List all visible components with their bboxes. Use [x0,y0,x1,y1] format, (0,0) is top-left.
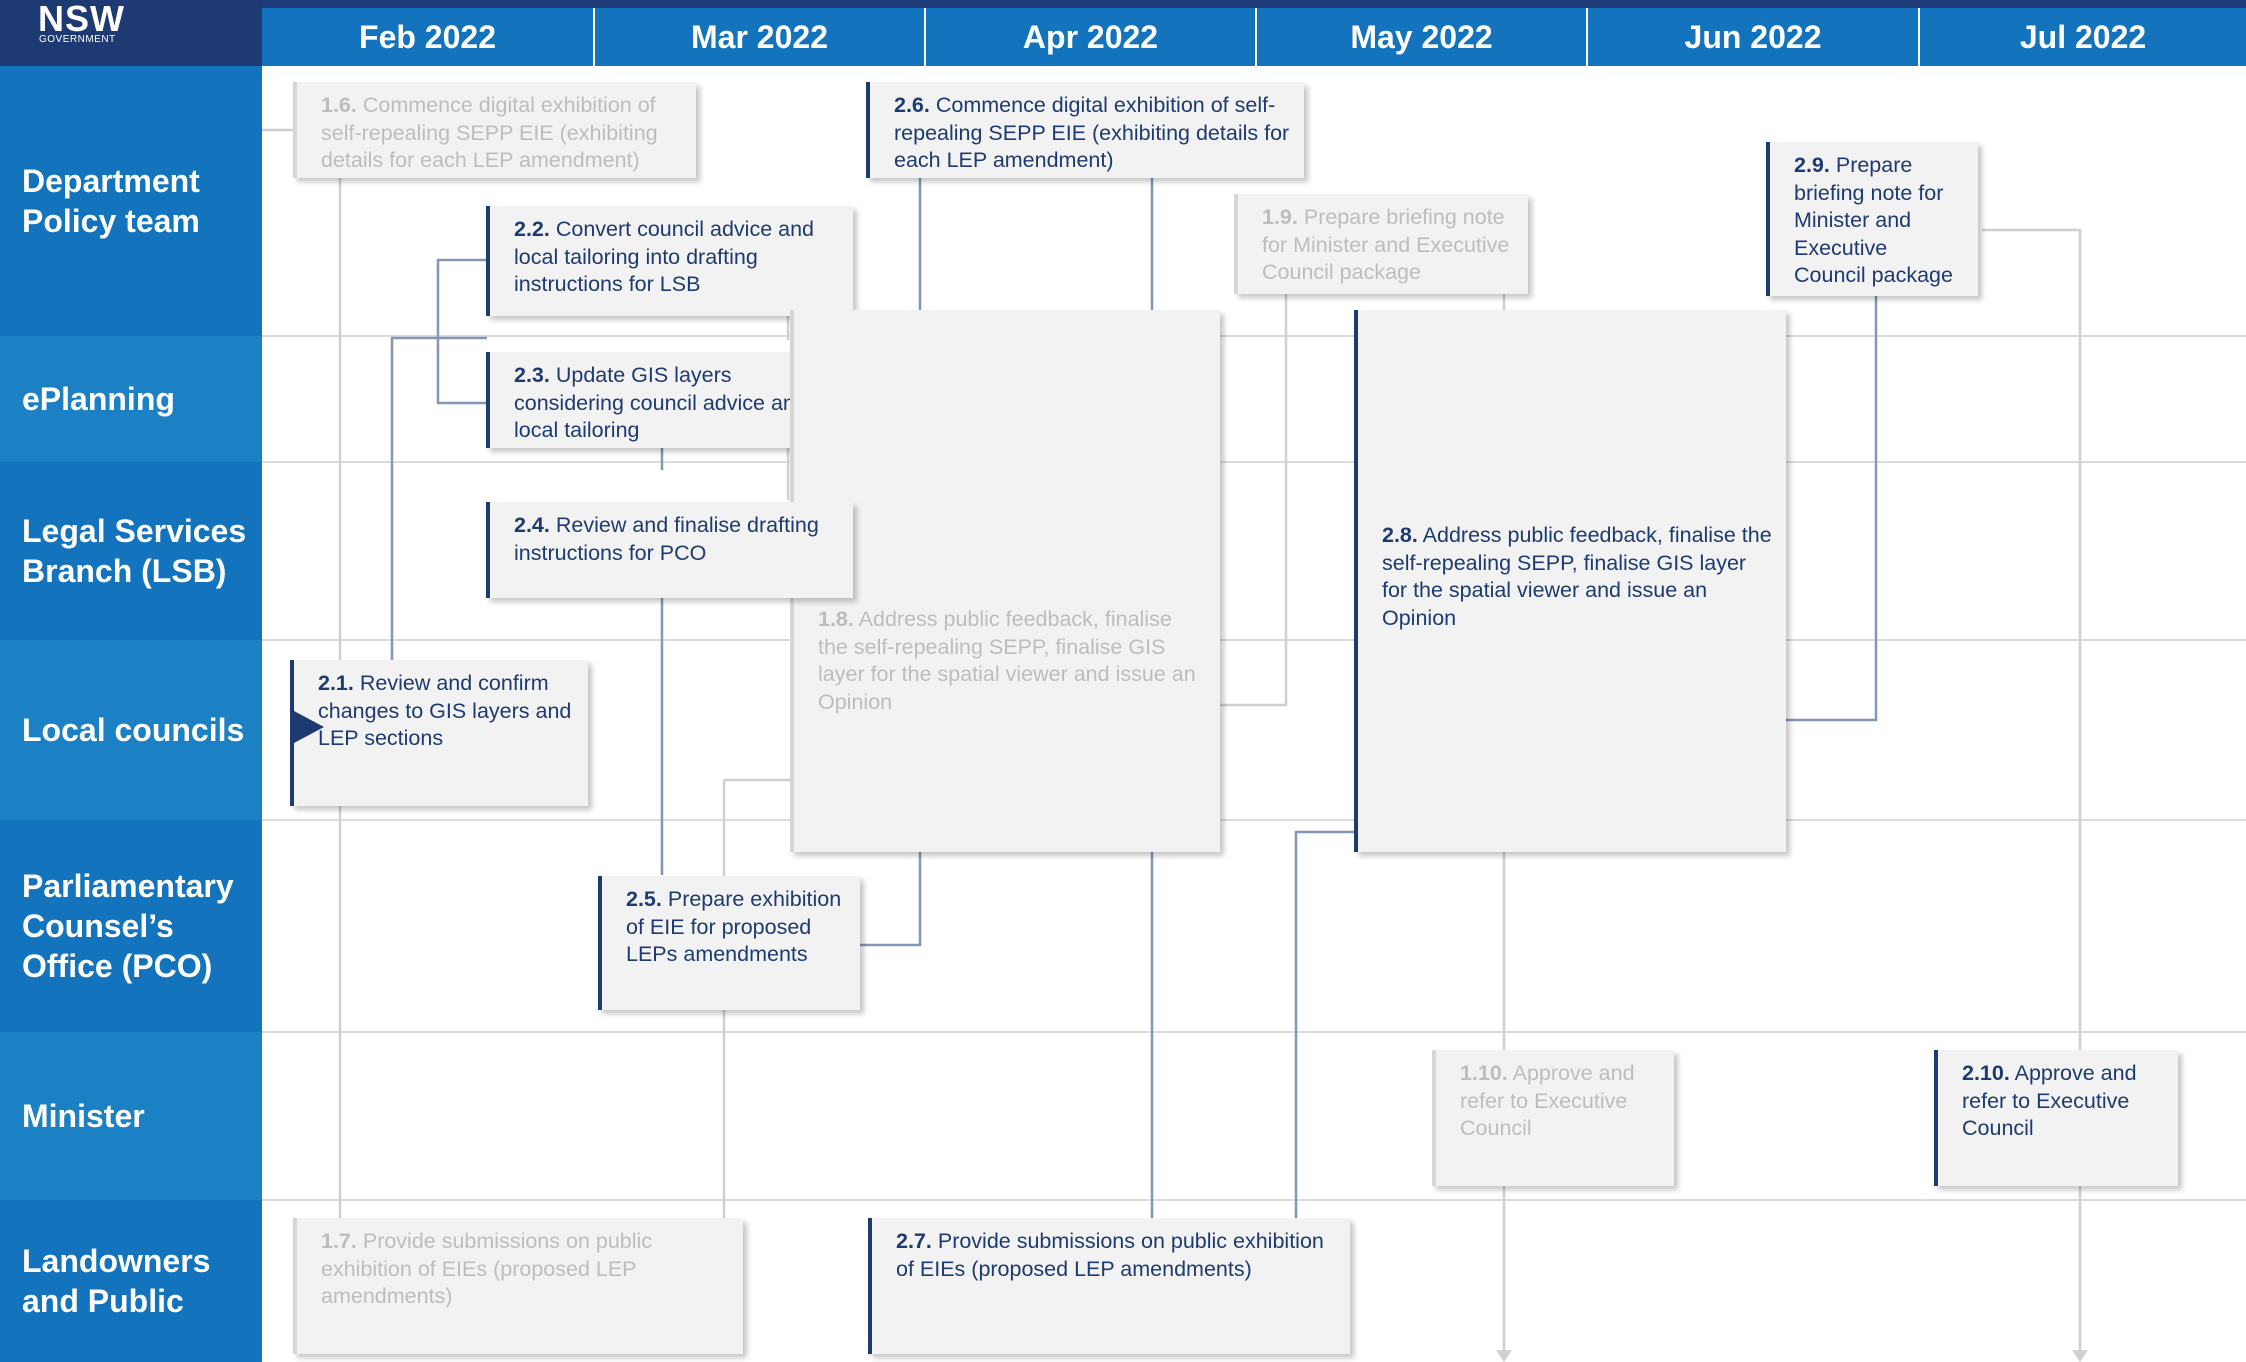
task-2-5-box: 2.5. Prepare exhibition of EIE for propo… [598,876,860,1010]
lane-divider [262,335,2246,337]
task-number: 1.8. [818,607,854,631]
task-number: 2.9. [1794,153,1830,177]
month-header-feb: Feb 2022 [262,8,595,66]
arrowhead-faded [1496,1350,1512,1362]
task-text: Address public feedback, finalise the se… [1382,523,1772,630]
lane-minister: Minister [0,1032,262,1200]
task-1-6-box: 1.6. Commence digital exhibition of self… [293,82,696,178]
task-text: Address public feedback, finalise the se… [818,607,1196,714]
task-text: Review and confirm changes to GIS layers… [318,671,572,750]
task-text: Review and finalise drafting instruction… [514,513,819,565]
connector-2-7-to-2-8 [1294,830,1356,1220]
connector-2-5-up [860,850,922,947]
lane-divider [262,639,2246,641]
task-number: 1.6. [321,93,357,117]
task-2-7-box: 2.7. Provide submissions on public exhib… [868,1218,1350,1354]
connector-faded [1220,290,1288,707]
task-text: Commence digital exhibition of self-repe… [894,93,1290,172]
task-text: Provide submissions on public exhibition… [896,1229,1324,1281]
current-step-marker-icon [294,711,324,743]
connector-faded [1982,228,2082,1050]
task-text: Approve and refer to Executive Council [1962,1061,2137,1140]
lane-department-policy-team: Department Policy team [0,66,262,336]
task-number: 1.9. [1262,205,1298,229]
lane-legal-services-branch: Legal Services Branch (LSB) [0,462,262,640]
task-2-8-box: 2.8. Address public feedback, finalise t… [1354,310,1786,852]
lane-divider [262,461,2246,463]
task-text: Prepare exhibition of EIE for proposed L… [626,887,842,966]
month-header-may: May 2022 [1257,8,1588,66]
task-text: Commence digital exhibition of self-repe… [321,93,658,172]
task-2-10-box: 2.10. Approve and refer to Executive Cou… [1934,1050,2178,1186]
lane-eplanning: ePlanning [0,336,262,462]
task-number: 2.1. [318,671,354,695]
task-1-10-box: 1.10. Approve and refer to Executive Cou… [1432,1050,1674,1186]
arrowhead-faded [2072,1350,2088,1362]
task-number: 1.10. [1460,1061,1508,1085]
task-1-7-box: 1.7. Provide submissions on public exhib… [293,1218,743,1354]
logo-text-government: GOVERNMENT [39,34,116,45]
month-header-mar: Mar 2022 [595,8,926,66]
task-text: Provide submissions on public exhibition… [321,1229,653,1308]
lane-parliamentary-counsels-office: Parliamentary Counsel’s Office (PCO) [0,820,262,1032]
lane-landowners-and-public: Landowners and Public [0,1200,262,1362]
logo-text-nsw: NSW [38,0,125,39]
month-header-jul: Jul 2022 [1920,8,2246,66]
lane-divider [262,819,2246,821]
task-2-2-box: 2.2. Convert council advice and local ta… [486,206,853,316]
task-1-8-box: 1.8. Address public feedback, finalise t… [790,310,1220,852]
connector-2-2-to-2-3 [436,258,487,405]
month-header-jun: Jun 2022 [1588,8,1920,66]
task-text: Update GIS layers considering council ad… [514,363,807,442]
task-2-9-box: 2.9. Prepare briefing note for Minister … [1766,142,1978,296]
task-number: 2.10. [1962,1061,2010,1085]
task-text: Prepare briefing note for Minister and E… [1794,153,1953,287]
task-number: 2.3. [514,363,550,387]
task-2-1-box: 2.1. Review and confirm changes to GIS l… [290,660,588,806]
task-1-9-box: 1.9. Prepare briefing note for Minister … [1234,194,1528,294]
task-2-4-box: 2.4. Review and finalise drafting instru… [486,502,853,598]
lane-local-councils: Local councils [0,640,262,820]
nsw-government-logo: NSW GOVERNMENT [0,0,262,66]
month-header-apr: Apr 2022 [926,8,1257,66]
task-text: Prepare briefing note for Minister and E… [1262,205,1510,284]
task-text: Convert council advice and local tailori… [514,217,814,296]
task-number: 2.2. [514,217,550,241]
task-number: 2.5. [626,887,662,911]
task-text: Approve and refer to Executive Council [1460,1061,1635,1140]
task-number: 2.8. [1382,523,1418,547]
task-number: 2.7. [896,1229,932,1253]
top-accent-bar [0,0,2246,8]
connector-2-1-to-2-3 [390,336,487,660]
connector-2-8-to-2-9 [1786,290,1878,722]
lane-divider [262,1199,2246,1201]
task-number: 2.4. [514,513,550,537]
lane-divider [262,1031,2246,1033]
task-number: 2.6. [894,93,930,117]
task-number: 1.7. [321,1229,357,1253]
task-2-6-box: 2.6. Commence digital exhibition of self… [866,82,1304,178]
